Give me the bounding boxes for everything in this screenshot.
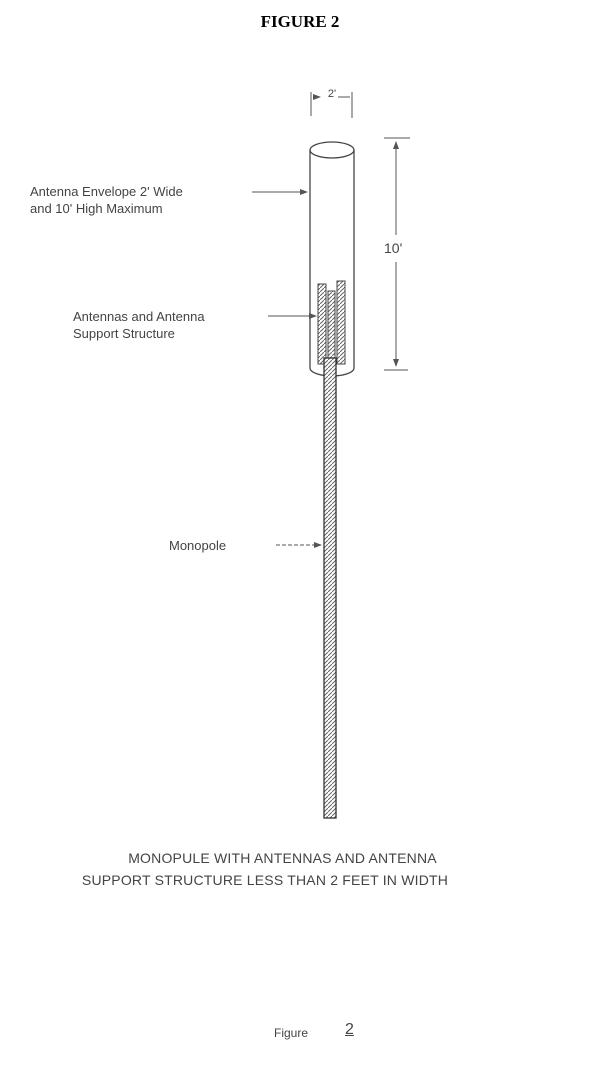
footer-figure-word: Figure xyxy=(274,1026,309,1040)
height-dimension xyxy=(384,137,410,371)
footer-figure-number: 2 xyxy=(345,1021,354,1038)
monopole-pole xyxy=(323,357,337,819)
envelope-label-line2: and 10' High Maximum xyxy=(30,201,163,216)
antennas-label-line1: Antennas and Antenna xyxy=(73,309,205,324)
antennas-label-line2: Support Structure xyxy=(73,326,175,341)
antennas xyxy=(317,280,346,365)
height-label: 10' xyxy=(384,240,403,256)
width-label: 2' xyxy=(327,88,337,100)
caption-line1: MONOPULE WITH ANTENNAS AND ANTENNA xyxy=(128,850,437,866)
caption-line2: SUPPORT STRUCTURE LESS THAN 2 FEET IN WI… xyxy=(81,872,449,888)
monopole-label: Monopole xyxy=(169,538,227,553)
figure-title: FIGURE 2 xyxy=(260,12,340,31)
envelope-label-line1: Antenna Envelope 2' Wide xyxy=(30,184,183,199)
width-dimension xyxy=(310,92,353,118)
antenna-envelope xyxy=(309,141,355,377)
